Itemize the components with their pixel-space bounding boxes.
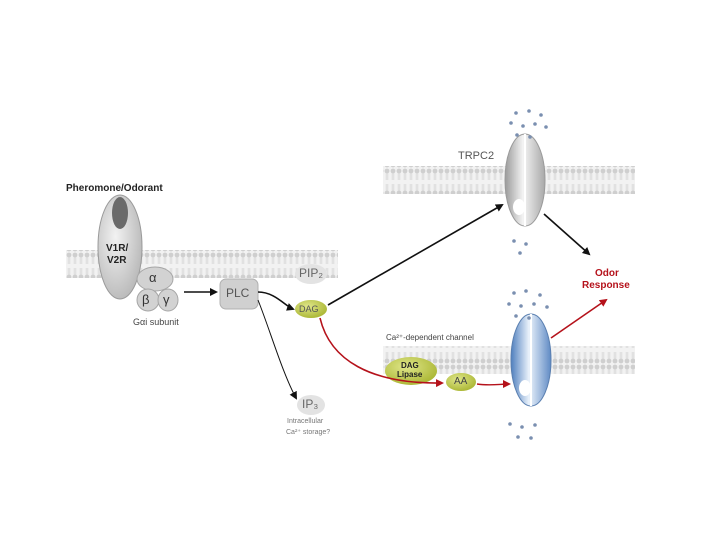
response-label-line2: Response <box>582 280 630 291</box>
arrow-plc-to-dag <box>257 291 295 311</box>
arrow-plc-to-ip3 <box>257 299 297 400</box>
dag-lipase-label-line2: Lipase <box>397 370 423 379</box>
arrow-dag-to-trpc2 <box>327 204 504 306</box>
dag-lipase-label-line1: DAG <box>401 361 419 370</box>
pip2-label: PIP₂ <box>299 266 323 280</box>
dag-lipase-shape <box>385 357 437 385</box>
dag-shape <box>295 300 327 318</box>
arrow-trpc2-to-response <box>543 213 591 256</box>
ip3-label: IP₃ <box>302 397 319 411</box>
arrow-dag-to-aa <box>319 317 444 388</box>
aa-shape <box>446 373 476 391</box>
ip3-note-line1: Intracellular <box>287 418 324 425</box>
dag-label: DAG <box>299 304 319 314</box>
receptor-label-line1: V1R/ <box>106 243 129 254</box>
ip3-note-line2: Ca²⁺ storage? <box>286 429 331 436</box>
trpc2-channel <box>504 133 546 227</box>
plc-box <box>219 278 259 310</box>
g-protein-label: Gαi subunit <box>133 317 179 327</box>
ion-dots <box>507 109 549 440</box>
ligand-shape <box>112 197 128 229</box>
ca-channel-label: Ca²⁺-dependent channel <box>386 333 474 342</box>
receptor <box>97 194 143 300</box>
g-gamma-label: γ <box>163 292 170 307</box>
g-protein <box>136 266 179 312</box>
receptor-label-line2: V2R <box>107 255 127 266</box>
plc-label: PLC <box>226 286 250 300</box>
aa-label: AA <box>454 376 468 387</box>
arrow-aa-to-channel <box>476 380 511 389</box>
arrow-channel-to-response <box>550 298 608 339</box>
ligand-label: Pheromone/Odorant <box>66 183 163 194</box>
trpc2-label: TRPC2 <box>458 150 495 162</box>
ip3-shape <box>297 395 325 415</box>
g-gamma-subunit <box>157 288 179 312</box>
g-alpha-label: α <box>149 270 157 285</box>
g-beta-label: β <box>142 292 150 307</box>
response-label-line1: Odor <box>595 268 619 279</box>
ca-dependent-channel <box>510 313 552 407</box>
pip2-shape <box>295 264 327 284</box>
